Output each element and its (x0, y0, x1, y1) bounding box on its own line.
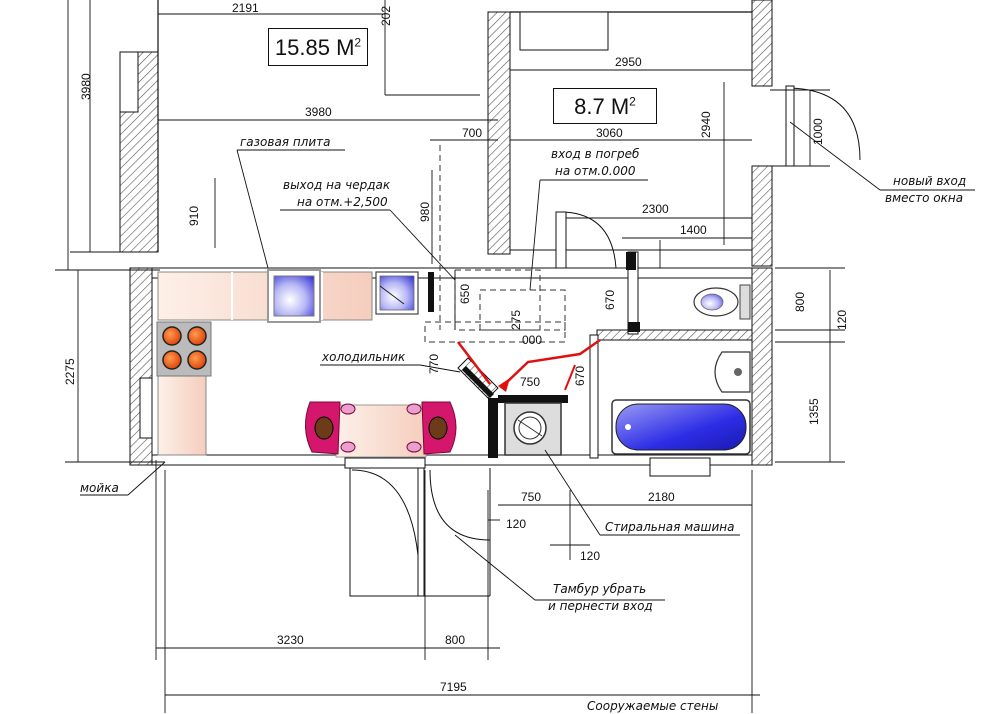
dim-1355: 1355 (807, 398, 821, 425)
label-vestibule-line1: Тамбур убрать (553, 582, 647, 596)
dim-2950: 2950 (615, 55, 642, 69)
dim-2300: 2300 (642, 202, 669, 216)
dining-table (305, 401, 457, 458)
area-bedroom-value: 8.7 М (574, 94, 630, 119)
dim-120-b: 120 (580, 549, 601, 563)
label-new-entry-line2: вместо окна (885, 191, 964, 205)
area-living-sup: 2 (354, 35, 362, 50)
fridge (457, 357, 499, 399)
dim-120-right: 120 (835, 309, 849, 330)
dashed-outlines (424, 145, 566, 343)
dim-650: 650 (458, 283, 472, 304)
dim-980: 980 (418, 201, 432, 222)
dim-202: 202 (379, 5, 393, 26)
label-sink: мойка (80, 481, 119, 495)
dim-2940: 2940 (699, 111, 713, 138)
label-attic-exit-line2: на отм.+2,500 (297, 195, 388, 209)
walls-kitchen (129, 251, 773, 477)
dim-750-inner: 750 (520, 375, 541, 389)
label-new-entry-line1: новый вход (893, 174, 967, 188)
bathtub (611, 399, 751, 455)
area-living: 15.85 М2 (268, 28, 368, 66)
washbasin (714, 351, 751, 393)
dim-3980-h: 3980 (305, 105, 332, 119)
dim-2191: 2191 (232, 1, 259, 15)
dim-700: 700 (462, 126, 483, 140)
gas-stove (156, 321, 212, 377)
dim-120-a: 120 (506, 517, 527, 531)
dim-1400: 1400 (680, 223, 707, 237)
dim-7195: 7195 (440, 680, 467, 694)
label-attic-exit-line1: выход на чердак (283, 178, 391, 192)
label-cellar-line1: вход в погреб (551, 147, 640, 161)
dim-670: 670 (603, 289, 617, 310)
dim-670-inner: 670 (573, 365, 587, 386)
area-bedroom: 8.7 М2 (553, 88, 657, 124)
sink-unit (267, 269, 321, 323)
area-bedroom-sup: 2 (629, 94, 636, 109)
label-fridge: холодильник (322, 350, 406, 364)
dim-2180: 2180 (648, 490, 675, 504)
walls-upper (119, 0, 773, 267)
doors (349, 85, 861, 597)
dim-1000: 1000 (811, 118, 825, 145)
dim-000: 000 (522, 333, 543, 347)
toilet (693, 284, 751, 320)
dim-3980-left: 3980 (79, 73, 93, 100)
label-vestibule-line2: и пернести вход (548, 599, 653, 613)
label-cellar-line2: на отм.0.000 (555, 164, 636, 178)
dim-800-right: 800 (793, 291, 807, 312)
label-walls-bottom: Сооружаемые стены (587, 699, 719, 713)
red-marker (457, 338, 601, 392)
dim-3060: 3060 (596, 126, 623, 140)
label-gas-stove: газовая плита (240, 135, 331, 149)
dim-910: 910 (187, 205, 201, 226)
dim-275: 275 (509, 309, 523, 330)
label-washer: Стиральная машина (605, 520, 735, 534)
cabinet-small (375, 271, 419, 315)
washing-machine (504, 402, 562, 456)
dim-750: 750 (521, 490, 542, 504)
area-living-value: 15.85 М (274, 35, 355, 60)
dim-770: 770 (427, 353, 441, 374)
dim-800-bottom: 800 (445, 633, 466, 647)
dim-2275: 2275 (63, 358, 77, 385)
dimension-lines (55, 0, 975, 713)
dim-3230: 3230 (277, 633, 304, 647)
kitchen-counter (157, 271, 373, 456)
